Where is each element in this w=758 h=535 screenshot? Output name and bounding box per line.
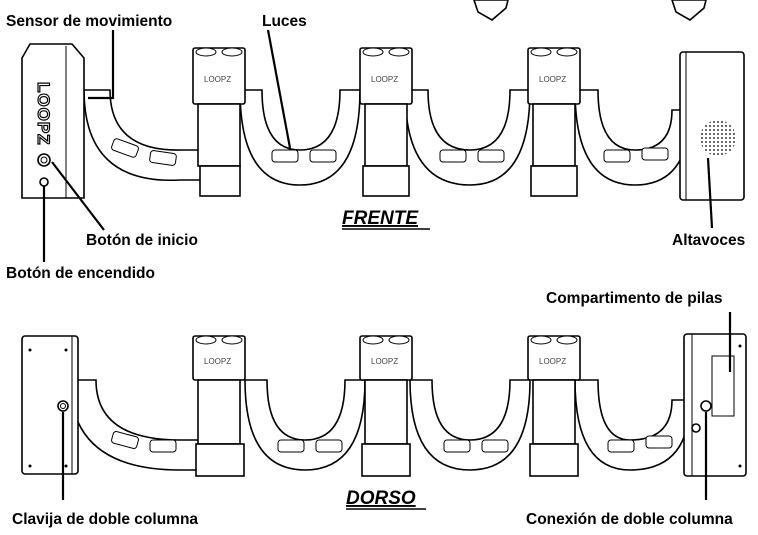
svg-text:LOOPZ: LOOPZ (34, 82, 53, 146)
back-leader-lines (61, 312, 732, 500)
front-control-box: LOOPZ (21, 43, 85, 199)
back-right-box (683, 333, 747, 477)
svg-text:LOOPZ: LOOPZ (371, 357, 398, 366)
label-power-button: Botón de encendido (6, 265, 155, 282)
label-motion-sensor: Sensor de movimiento (6, 13, 172, 30)
front-title: FRENTE (342, 208, 419, 229)
front-leader-lines (42, 29, 714, 262)
back-title: DORSO (346, 488, 416, 509)
svg-text:LOOPZ: LOOPZ (539, 75, 566, 84)
label-battery-compartment: Compartimento de pilas (546, 290, 723, 307)
back-pillars: LOOPZ LOOPZ LOOPZ (192, 335, 581, 477)
label-double-column-connection: Conexión de doble columna (526, 511, 733, 528)
back-view: LOOPZ LOOPZ LOOPZ (12, 290, 747, 528)
svg-text:LOOPZ: LOOPZ (204, 357, 231, 366)
label-lights: Luces (262, 13, 307, 30)
top-partial-devices (473, 0, 707, 21)
front-view: LOOPZ LOOPZ LOOPZ (6, 13, 745, 282)
label-start-button: Botón de inicio (86, 232, 198, 249)
front-speaker-box (679, 51, 745, 201)
front-arches (83, 89, 691, 186)
label-double-column-plug: Clavija de doble columna (12, 511, 198, 528)
svg-text:LOOPZ: LOOPZ (539, 357, 566, 366)
back-arches (69, 379, 691, 471)
front-pillars: LOOPZ LOOPZ LOOPZ (192, 47, 581, 197)
svg-text:LOOPZ: LOOPZ (371, 75, 398, 84)
svg-text:LOOPZ: LOOPZ (204, 75, 231, 84)
label-speakers: Altavoces (672, 232, 745, 249)
back-left-box (21, 335, 79, 475)
